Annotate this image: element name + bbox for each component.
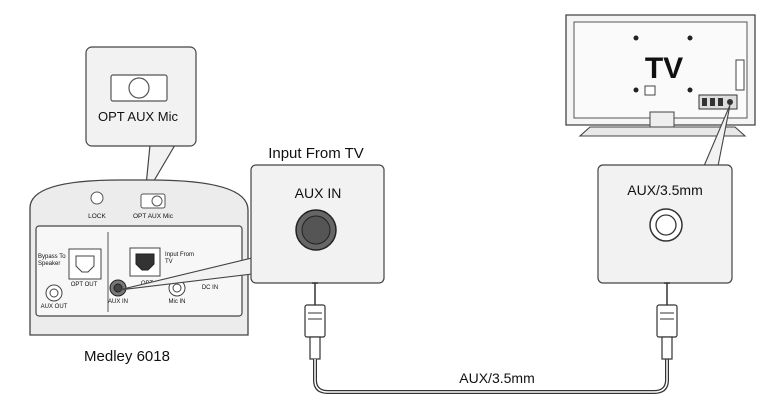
device-name: Medley 6018: [84, 348, 170, 365]
aux-in-label: AUX IN: [108, 299, 128, 305]
tv: TV: [565, 14, 756, 137]
tv-stand: [578, 126, 747, 137]
lock-label: LOCK: [88, 213, 106, 220]
switch-zoom-label: OPT AUX Mic: [98, 109, 178, 124]
switch-zoom-callout: OPT AUX Mic: [85, 46, 197, 197]
dc-in-label: DC IN: [202, 285, 218, 291]
switch-label: OPT AUX Mic: [133, 213, 174, 220]
callout-aux-out-label: AUX/3.5mm: [627, 182, 702, 198]
tv-output-callout: AUX/3.5mm: [597, 104, 733, 284]
mic-in-label: Mic IN: [169, 299, 186, 305]
input-from-tv-title: Input From TV: [268, 145, 364, 162]
device-input-callout: AUX IN: [118, 164, 385, 291]
aux-out-label: AUX OUT: [41, 304, 68, 310]
callout-aux-in-label: AUX IN: [295, 185, 342, 201]
aux-cable: [304, 282, 678, 394]
tv-label: TV: [645, 52, 683, 85]
cable-label: AUX/3.5mm: [459, 370, 534, 386]
lock-button: [90, 191, 104, 205]
opt-in-port: [129, 247, 161, 277]
opt-out-label: OPT OUT: [71, 282, 98, 288]
